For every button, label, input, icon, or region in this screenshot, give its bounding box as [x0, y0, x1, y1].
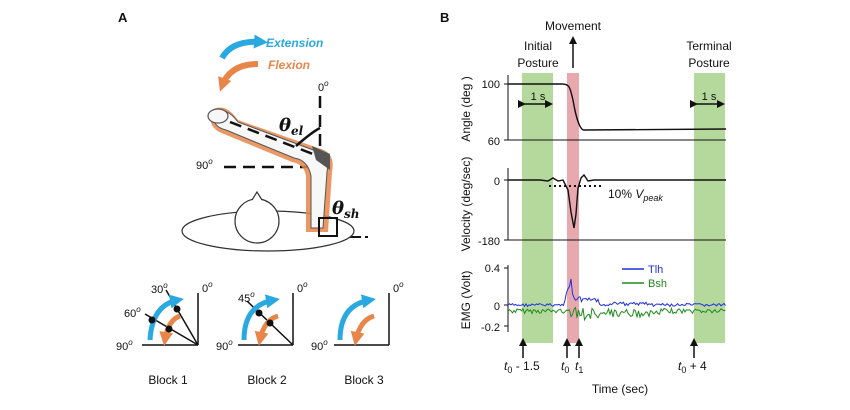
panel-b-label: B — [440, 10, 449, 25]
block-1-angle-30: 30o — [151, 281, 168, 296]
bsh-trace — [507, 306, 726, 322]
block-2-angle-0: 0o — [297, 280, 308, 295]
block-1-angle-60: 60o — [124, 305, 141, 320]
marker-t0-minus-label: t0 - 1.5 — [504, 359, 540, 375]
terminal-1s-label: 1 s — [702, 91, 717, 103]
extension-label: Extension — [266, 36, 323, 50]
emg-tick-0: 0 — [494, 301, 500, 313]
extension-arrow-icon — [219, 34, 268, 60]
angle-axis-label: Angle (deg ) — [459, 76, 473, 141]
block-2-angle-90: 90o — [216, 338, 233, 353]
block-3-diagram — [334, 293, 390, 346]
initial-1s-label: 1 s — [531, 91, 546, 103]
time-axis-label: Time (sec) — [592, 382, 648, 396]
block-3-label: Block 3 — [344, 373, 384, 387]
emg-tick-neg0.2: -0.2 — [481, 322, 500, 334]
movement-label: Movement — [545, 19, 602, 33]
zero-degree-label: 0o — [318, 79, 329, 94]
block-2-label: Block 2 — [247, 373, 287, 387]
vpeak-label: 10% Vpeak — [608, 187, 663, 203]
marker-t0-plus-label: t0 + 4 — [678, 359, 707, 375]
block-1-label: Block 1 — [148, 373, 188, 387]
ninety-degree-label: 90o — [196, 157, 213, 172]
block-3-angle-0: 0o — [393, 280, 404, 295]
block-1-angle-90: 90o — [116, 338, 133, 353]
shoulder-angle-marker — [318, 217, 338, 237]
initial-posture-line2: Posture — [517, 56, 559, 70]
emg-axis-label: EMG (Volt) — [459, 271, 473, 330]
emg-tick-0.4: 0.4 — [485, 263, 500, 275]
velocity-tick-neg180: -180 — [478, 236, 500, 248]
theta-sh-label: θsh — [332, 198, 360, 221]
terminal-posture-band — [694, 73, 725, 343]
legend-bsh-label: Bsh — [648, 278, 667, 290]
marker-t0-label: t0 — [561, 359, 569, 375]
legend-tlh-label: Tlh — [648, 264, 663, 276]
velocity-axis-label: Velocity (deg/sec) — [459, 157, 473, 252]
block-3-angle-90: 90o — [311, 338, 328, 353]
initial-posture-line1: Initial — [524, 39, 552, 53]
velocity-tick-0: 0 — [494, 176, 500, 188]
theta-el-label: θel — [279, 115, 304, 138]
tlh-trace — [507, 278, 726, 308]
block-1-diagram — [142, 289, 199, 346]
head-outline — [234, 198, 280, 244]
arm-drawing — [207, 107, 333, 232]
velocity-trace — [508, 173, 726, 229]
block-1-angle-0: 0o — [202, 280, 213, 295]
terminal-posture-line1: Terminal — [686, 39, 731, 53]
panel-a-label: A — [118, 10, 128, 25]
block-2-diagram — [238, 293, 294, 346]
elbow-angle-arc — [295, 126, 321, 147]
block-2-angle-45: 45o — [238, 290, 255, 305]
marker-t1-label: t1 — [575, 359, 583, 375]
movement-band — [567, 73, 579, 343]
angle-tick-100: 100 — [482, 79, 500, 91]
angle-tick-60: 60 — [488, 136, 500, 148]
forearm-axis-line — [229, 120, 319, 158]
initial-posture-band — [522, 73, 553, 343]
angle-trace — [508, 83, 727, 131]
flexion-arrow-icon — [218, 61, 259, 92]
flexion-label: Flexion — [268, 58, 310, 72]
terminal-posture-line2: Posture — [688, 56, 730, 70]
nose-outline — [251, 190, 263, 201]
